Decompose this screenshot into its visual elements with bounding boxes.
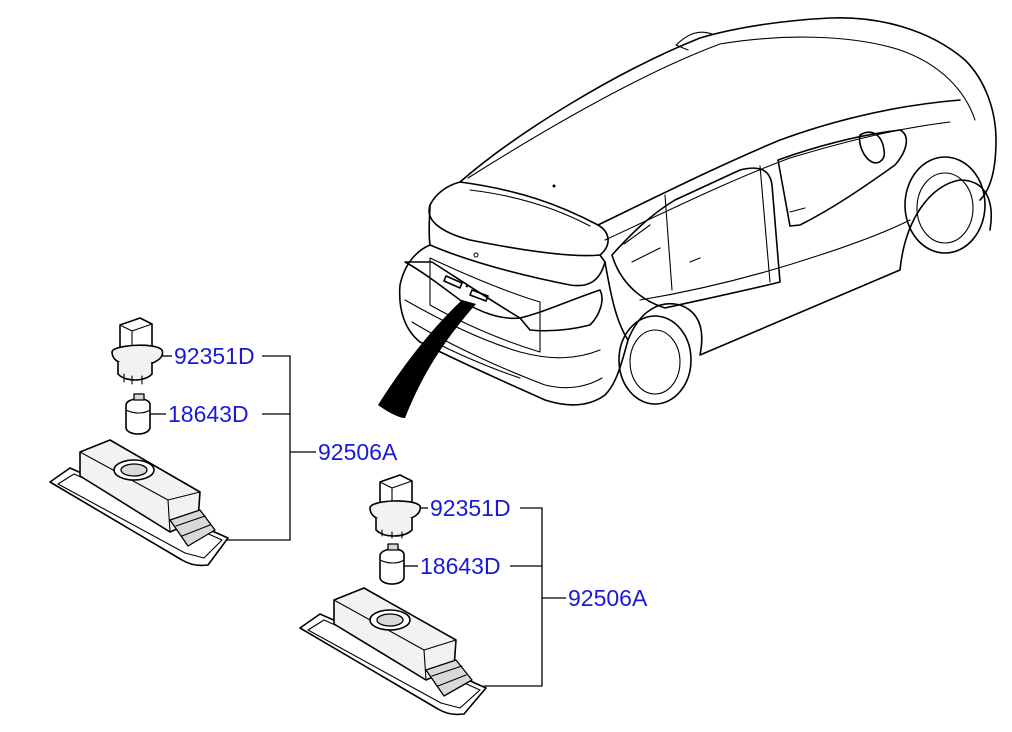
- license-lamp-housing-icon: [299, 587, 487, 716]
- assembly-2-illustration: [299, 474, 566, 716]
- bulb-icon: [379, 543, 405, 585]
- part-label-92506A-1[interactable]: 92506A: [318, 439, 398, 465]
- bulb-icon: [125, 393, 151, 435]
- part-label-92506A-2[interactable]: 92506A: [568, 585, 648, 611]
- car-illustration: [378, 17, 997, 418]
- part-label-92351D-2[interactable]: 92351D: [430, 495, 511, 521]
- assembly-1-illustration: [49, 317, 316, 567]
- license-lamp-housing-icon: [49, 439, 229, 567]
- part-label-18643D-1[interactable]: 18643D: [168, 401, 249, 427]
- part-label-92351D-1[interactable]: 92351D: [174, 343, 255, 369]
- bulb-socket-icon: [369, 474, 421, 539]
- part-label-18643D-2[interactable]: 18643D: [420, 553, 501, 579]
- bulb-socket-icon: [111, 317, 164, 385]
